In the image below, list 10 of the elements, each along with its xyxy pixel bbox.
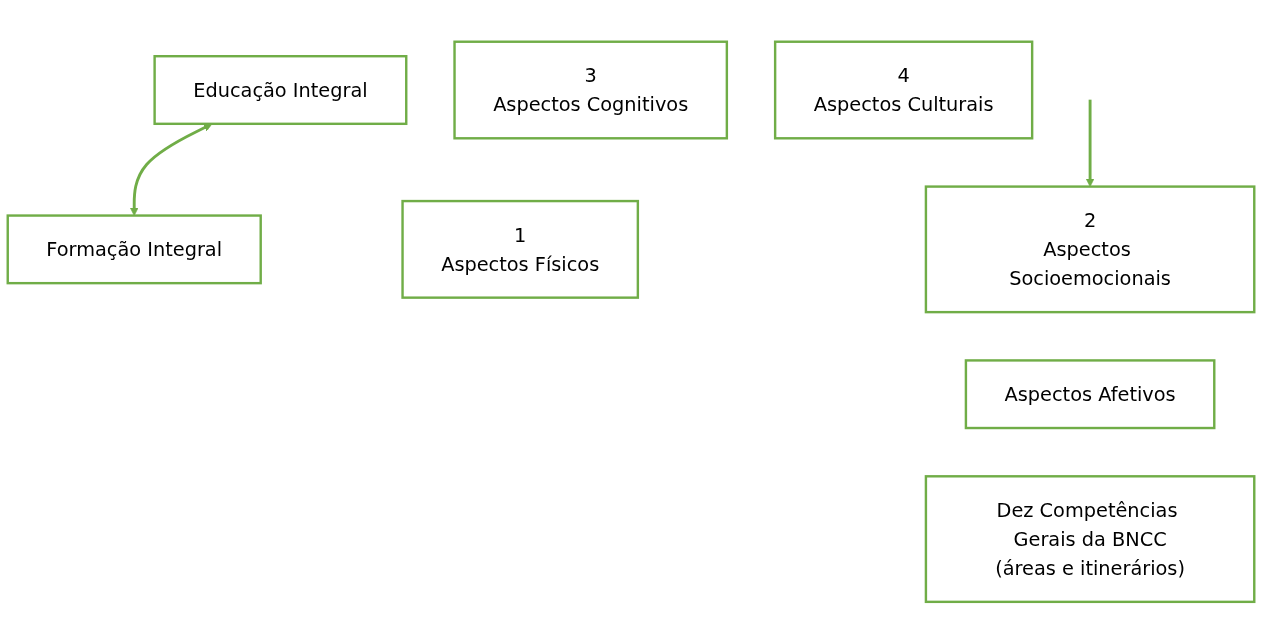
- node-box: Formação Integral: [6, 214, 262, 285]
- node-box: Educação Integral: [153, 54, 408, 125]
- node-box: 4 Aspectos Culturais: [773, 40, 1034, 140]
- node-box: Aspectos Afetivos: [964, 358, 1216, 429]
- arrow: [1085, 99, 1095, 187]
- node-box: 1 Aspectos Físicos: [401, 199, 640, 299]
- node-box: Dez Competências Gerais da BNCC (áreas e itinerários): [924, 474, 1256, 603]
- node-box: 3 Aspectos Cognitivos: [453, 40, 729, 140]
- node-box: 2 Aspectos Socioemocionais: [924, 185, 1256, 314]
- arrow: [129, 123, 213, 216]
